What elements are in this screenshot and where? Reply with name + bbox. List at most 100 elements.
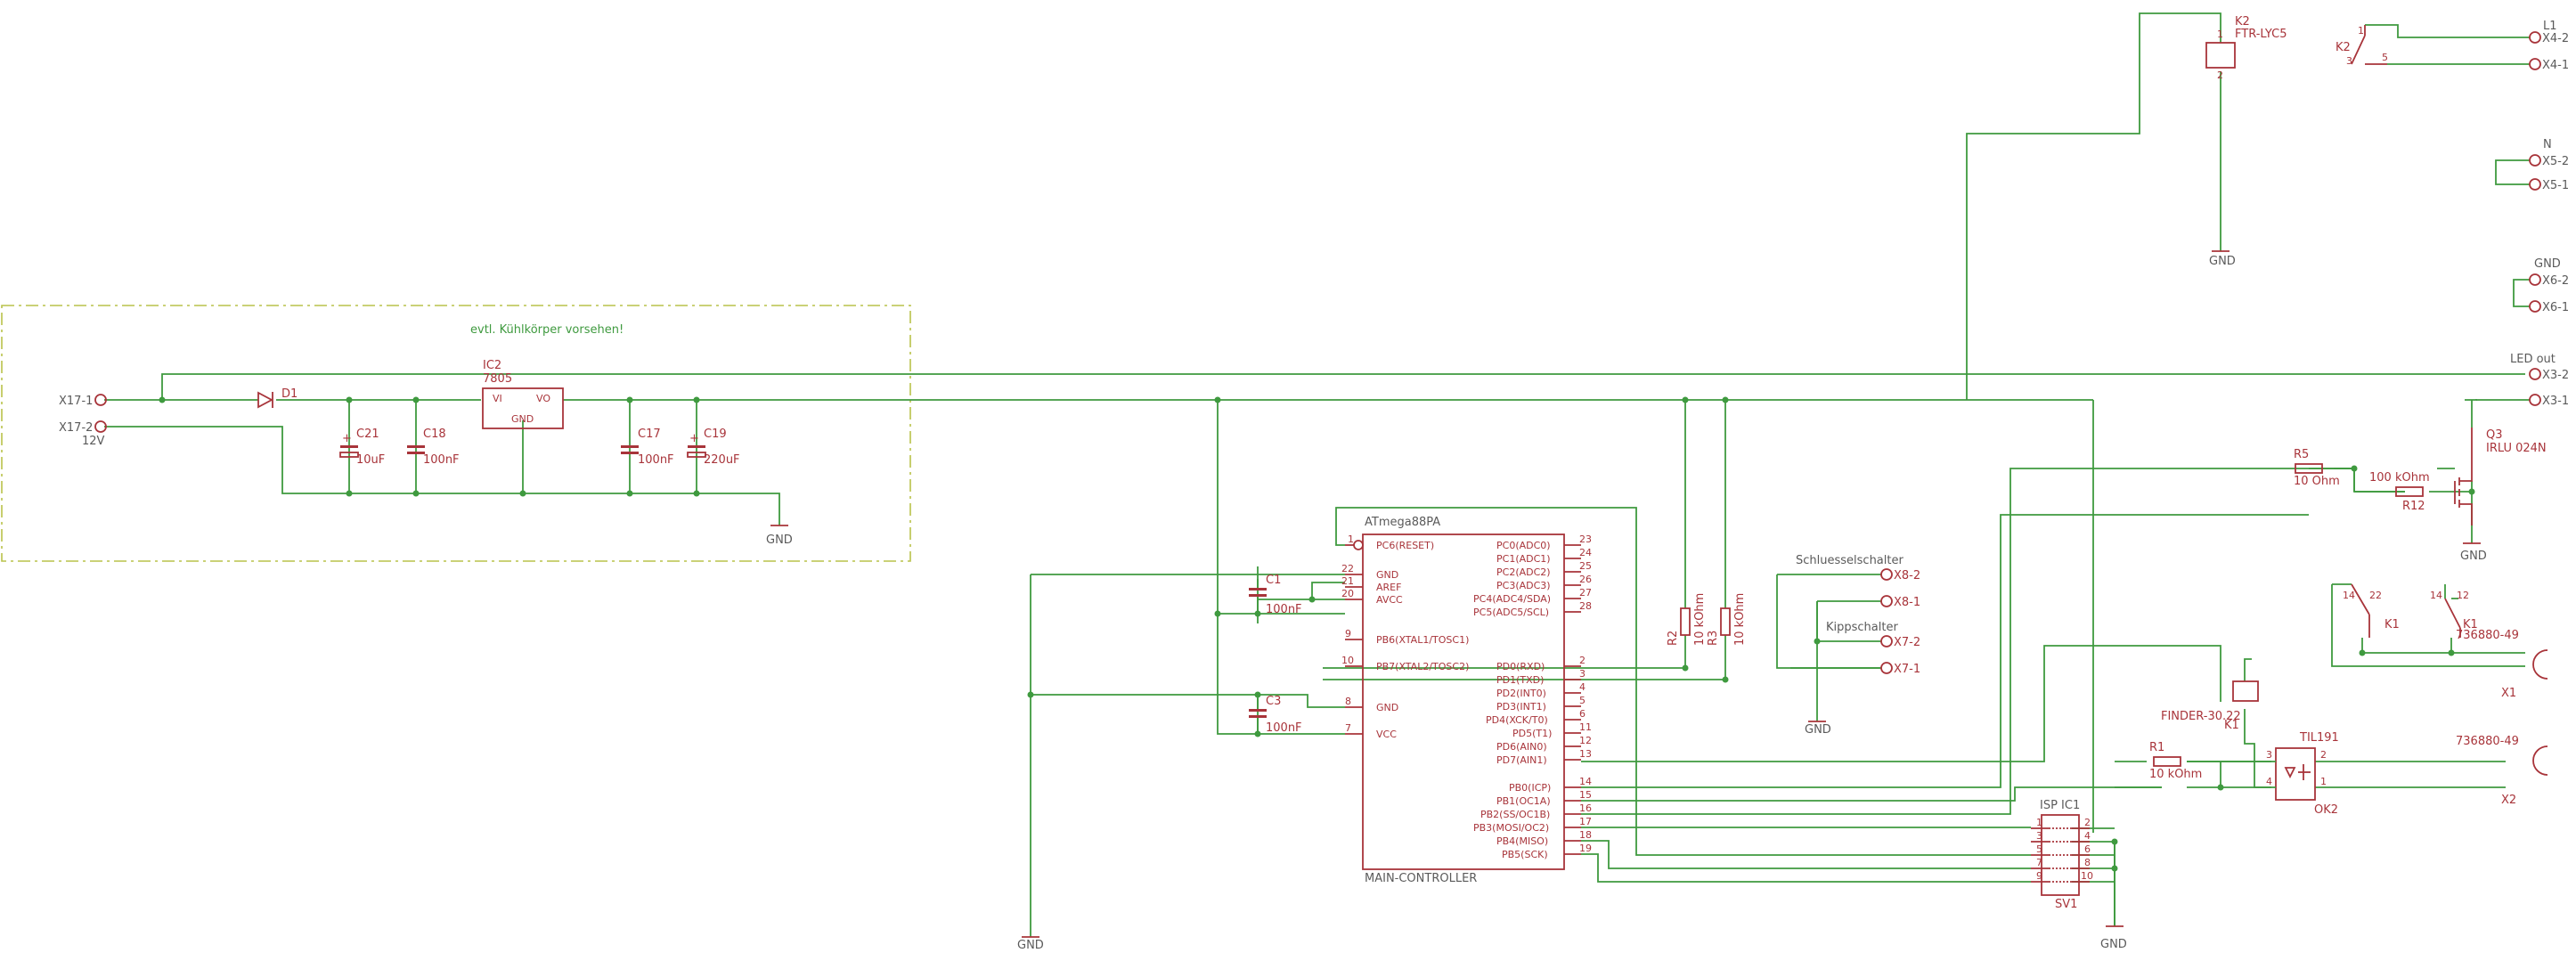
svg-text:GND: GND — [1017, 939, 1044, 952]
capacitor-c18: C18 100nF — [407, 428, 460, 467]
svg-text:K1: K1 — [2384, 618, 2400, 631]
svg-text:16: 16 — [1579, 802, 1592, 814]
svg-text:2: 2 — [2084, 817, 2091, 828]
socket-x2: 736880-49 X2 — [2456, 735, 2548, 807]
svg-text:GND: GND — [766, 534, 793, 547]
resistor-r2: R2 10 kOhm — [1667, 593, 1707, 646]
capacitor-c21: + C21 10uF — [339, 428, 385, 467]
connector-x3: LED out X3-2 X3-1 — [2510, 353, 2569, 408]
svg-text:15: 15 — [1579, 789, 1592, 801]
relay-k1: FINDER-30.22 K1 — [2161, 680, 2259, 732]
svg-text:1: 1 — [2358, 25, 2364, 37]
svg-text:PD0(RXD): PD0(RXD) — [1496, 661, 1545, 672]
svg-text:220uF: 220uF — [704, 453, 740, 467]
svg-text:R1: R1 — [2149, 741, 2164, 754]
svg-text:17: 17 — [1579, 816, 1592, 827]
x17-1-pad — [94, 394, 107, 406]
capacitor-c17: C17 100nF — [621, 428, 674, 467]
svg-text:9: 9 — [2036, 870, 2042, 882]
svg-text:10 kOhm: 10 kOhm — [2149, 768, 2202, 781]
svg-text:OK2: OK2 — [2314, 803, 2338, 817]
svg-text:3: 3 — [2346, 55, 2352, 67]
svg-text:GND: GND — [2460, 550, 2487, 563]
svg-text:7: 7 — [2036, 857, 2042, 868]
svg-text:1: 1 — [2036, 817, 2042, 828]
svg-text:3: 3 — [2036, 830, 2042, 842]
relay-k1-contacts: K1 K1 736880-49 14 22 14 12 — [2343, 583, 2519, 642]
svg-text:736880-49: 736880-49 — [2456, 629, 2519, 642]
svg-text:L1: L1 — [2543, 20, 2557, 33]
svg-text:14: 14 — [1579, 776, 1592, 787]
svg-text:6: 6 — [2084, 843, 2091, 855]
svg-text:PB4(MISO): PB4(MISO) — [1496, 835, 1548, 847]
gnd-symbol-4: GND — [2100, 925, 2127, 951]
svg-text:100nF: 100nF — [638, 453, 674, 467]
svg-text:X7-2: X7-2 — [1894, 636, 1920, 649]
gnd-symbol-5: GND — [2209, 250, 2236, 268]
svg-text:PC1(ADC1): PC1(ADC1) — [1496, 553, 1551, 565]
svg-text:PC6(RESET): PC6(RESET) — [1376, 540, 1434, 551]
svg-text:8: 8 — [2084, 857, 2091, 868]
svg-text:X8-1: X8-1 — [1894, 596, 1920, 609]
svg-text:21: 21 — [1341, 575, 1354, 587]
svg-text:LED out: LED out — [2510, 353, 2556, 366]
svg-text:2: 2 — [2320, 749, 2327, 761]
capacitor-c19: + C19 220uF — [687, 428, 740, 467]
svg-text:PD4(XCK/T0): PD4(XCK/T0) — [1486, 714, 1548, 726]
svg-text:X6-2: X6-2 — [2542, 274, 2569, 288]
connector-x17: X17-1 X17-2 12V — [59, 394, 107, 448]
svg-text:1: 1 — [2320, 776, 2327, 787]
svg-text:7805: 7805 — [483, 372, 512, 386]
connector-x5: N X5-2 X5-1 — [2529, 138, 2569, 192]
svg-text:R12: R12 — [2402, 500, 2425, 513]
svg-text:VCC: VCC — [1376, 729, 1397, 740]
svg-text:PB5(SCK): PB5(SCK) — [1502, 849, 1548, 860]
svg-text:PC2(ADC2): PC2(ADC2) — [1496, 566, 1551, 578]
svg-text:X3-1: X3-1 — [2542, 395, 2569, 408]
sv1-label: SV1 — [2055, 898, 2077, 911]
svg-text:X4-1: X4-1 — [2542, 59, 2569, 72]
svg-text:VI: VI — [493, 393, 502, 404]
svg-text:PD1(TXD): PD1(TXD) — [1496, 674, 1544, 686]
svg-text:4: 4 — [1579, 681, 1586, 693]
resistor-r1: R1 10 kOhm — [2149, 741, 2202, 781]
svg-text:25: 25 — [1579, 560, 1592, 572]
svg-text:PB1(OC1A): PB1(OC1A) — [1496, 795, 1551, 807]
svg-text:5: 5 — [2382, 52, 2388, 63]
svg-text:100nF: 100nF — [423, 453, 460, 467]
diode-d1: D1 — [257, 387, 298, 409]
svg-text:PB0(ICP): PB0(ICP) — [1509, 782, 1551, 794]
svg-text:+: + — [689, 432, 699, 445]
connector-x6: GND X6-2 X6-1 — [2529, 257, 2569, 314]
svg-text:3: 3 — [1579, 668, 1586, 680]
svg-text:X5-1: X5-1 — [2542, 179, 2569, 192]
svg-text:5: 5 — [2036, 843, 2042, 855]
gnd-symbol-6: GND — [2460, 542, 2487, 563]
svg-text:Kippschalter: Kippschalter — [1826, 621, 1898, 634]
svg-text:GND: GND — [1376, 569, 1398, 581]
svg-text:10 Ohm: 10 Ohm — [2294, 475, 2340, 488]
svg-text:FTR-LYC5: FTR-LYC5 — [2235, 28, 2287, 41]
svg-text:GND: GND — [2209, 255, 2236, 268]
svg-text:19: 19 — [1579, 843, 1592, 854]
svg-text:11: 11 — [1579, 721, 1592, 733]
x17-1-label: X17-1 — [59, 395, 93, 408]
junctions — [159, 396, 2475, 872]
svg-text:GND: GND — [511, 413, 534, 425]
svg-text:PD2(INT0): PD2(INT0) — [1496, 688, 1546, 699]
svg-text:X5-2: X5-2 — [2542, 155, 2569, 168]
svg-text:GND: GND — [1805, 723, 1831, 737]
svg-text:IRLU 024N: IRLU 024N — [2486, 442, 2547, 455]
svg-text:PC5(ADC5/SCL): PC5(ADC5/SCL) — [1473, 607, 1549, 618]
mcu-type: ATmega88PA — [1365, 516, 1440, 529]
svg-text:PC3(ADC3): PC3(ADC3) — [1496, 580, 1551, 591]
svg-text:C18: C18 — [423, 428, 446, 441]
svg-text:R3: R3 — [1707, 631, 1720, 646]
svg-text:PB2(SS/OC1B): PB2(SS/OC1B) — [1480, 809, 1550, 820]
svg-text:18: 18 — [1579, 829, 1592, 841]
svg-text:100nF: 100nF — [1266, 721, 1302, 735]
svg-text:C3: C3 — [1266, 695, 1281, 708]
svg-text:7: 7 — [1345, 722, 1351, 734]
mcu-atmega88pa: ATmega88PA MAIN-CONTROLLER 1 PC6(RESET) … — [1341, 516, 1592, 885]
